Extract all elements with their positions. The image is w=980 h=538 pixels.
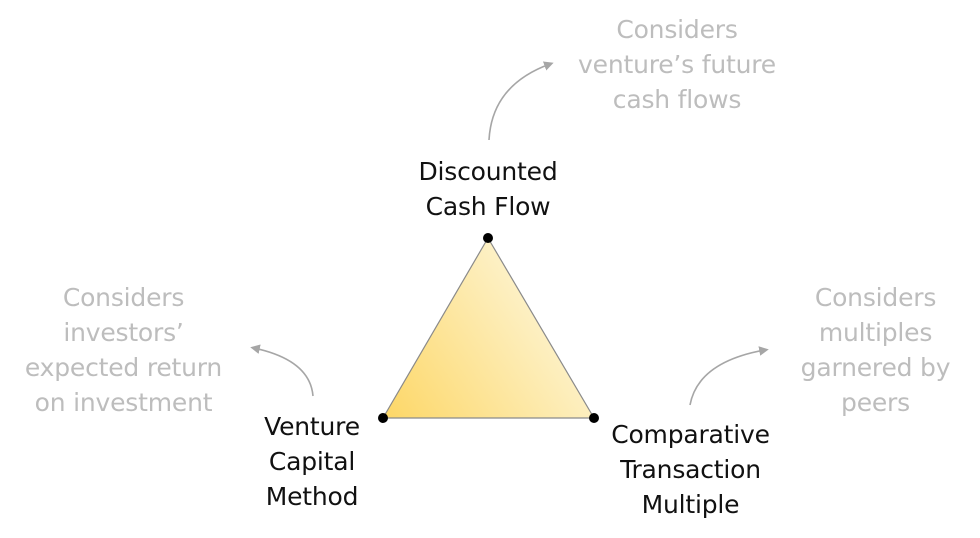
note-line: Considers bbox=[814, 283, 937, 312]
vertex-label-line: Transaction bbox=[620, 455, 761, 484]
note-peer-multiples: Considers multiples garnered by peers bbox=[783, 280, 968, 420]
note-line: Considers bbox=[616, 15, 738, 44]
vertex-label-line: Method bbox=[265, 482, 359, 511]
note-line: peers bbox=[841, 388, 910, 417]
note-line: expected return bbox=[24, 353, 223, 382]
note-line: investors’ bbox=[63, 318, 184, 347]
arrow-top bbox=[488, 61, 554, 141]
note-future-cash-flows: Considers venture’s future cash flows bbox=[562, 12, 792, 117]
vertex-dot-left bbox=[378, 413, 388, 423]
note-line: Considers bbox=[62, 283, 185, 312]
vertex-label-line: Discounted bbox=[418, 157, 558, 186]
note-line: on investment bbox=[34, 388, 213, 417]
note-line: garnered by bbox=[800, 353, 951, 382]
vertex-label-line: Cash Flow bbox=[425, 192, 551, 221]
arrow-right bbox=[689, 346, 769, 406]
note-line: multiples bbox=[818, 318, 933, 347]
vertex-dot-right bbox=[589, 413, 599, 423]
note-expected-return: Considers investors’ expected return on … bbox=[6, 280, 241, 420]
vertex-label-line: Comparative bbox=[611, 420, 770, 449]
vertex-label-comparative-transaction-multiple: Comparative Transaction Multiple bbox=[593, 417, 788, 522]
arrow-left bbox=[250, 344, 314, 397]
note-line: cash flows bbox=[612, 85, 742, 114]
vertex-dot-top bbox=[483, 233, 493, 243]
note-line: venture’s future bbox=[578, 50, 776, 79]
vertex-label-venture-capital-method: Venture Capital Method bbox=[232, 409, 392, 514]
valuation-triangle bbox=[381, 236, 596, 419]
vertex-label-line: Venture bbox=[264, 412, 360, 441]
vertex-label-line: Capital bbox=[268, 447, 356, 476]
vertex-label-line: Multiple bbox=[641, 490, 740, 519]
vertex-label-discounted-cash-flow: Discounted Cash Flow bbox=[388, 154, 588, 224]
